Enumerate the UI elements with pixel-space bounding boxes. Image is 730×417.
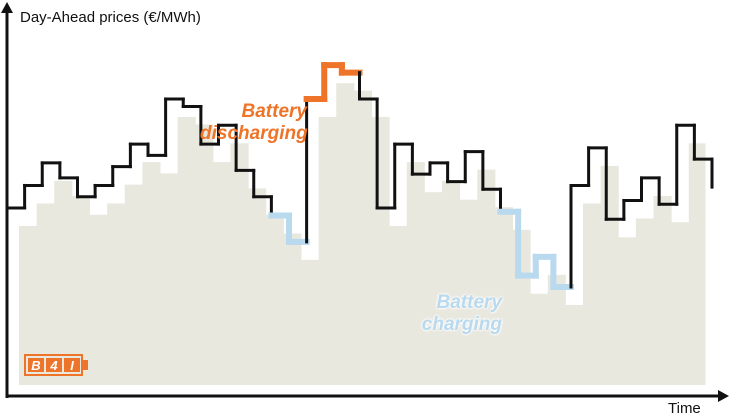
discharge-annotation-line1: Battery bbox=[241, 101, 307, 122]
area-step-14 bbox=[265, 214, 284, 385]
area-step-21 bbox=[389, 226, 408, 385]
area-step-37 bbox=[671, 222, 690, 385]
area-step-16 bbox=[301, 259, 320, 385]
area-step-13 bbox=[248, 188, 267, 385]
area-step-0 bbox=[19, 226, 38, 385]
area-step-26 bbox=[477, 169, 496, 385]
price-step-line bbox=[5, 62, 714, 290]
svg-text:I: I bbox=[70, 358, 74, 373]
y-axis-arrow-icon bbox=[1, 2, 13, 13]
svg-text:4: 4 bbox=[49, 358, 58, 373]
area-step-31 bbox=[565, 304, 584, 385]
area-step-17 bbox=[318, 116, 337, 386]
y-axis-label: Day-Ahead prices (€/MWh) bbox=[20, 9, 201, 26]
area-step-23 bbox=[424, 192, 443, 385]
area-step-20 bbox=[371, 116, 390, 386]
area-step-6 bbox=[124, 184, 143, 385]
charge-annotation: Battery charging bbox=[395, 292, 502, 336]
x-axis-arrow-icon bbox=[718, 390, 729, 402]
area-step-10 bbox=[195, 124, 214, 385]
area-step-32 bbox=[583, 203, 602, 385]
charge-annotation-line2: charging bbox=[421, 314, 502, 335]
discharge-annotation-line2: discharging bbox=[200, 123, 308, 144]
price-area-fill bbox=[19, 83, 706, 386]
area-step-4 bbox=[89, 214, 108, 385]
b4i-logo: B 4 I bbox=[24, 354, 88, 376]
area-step-12 bbox=[230, 143, 249, 385]
svg-text:B: B bbox=[31, 358, 40, 373]
area-step-27 bbox=[494, 207, 513, 385]
area-step-24 bbox=[442, 180, 461, 385]
area-step-1 bbox=[36, 203, 55, 385]
area-step-15 bbox=[283, 233, 302, 385]
area-step-2 bbox=[54, 180, 73, 385]
area-step-8 bbox=[160, 173, 179, 385]
area-step-34 bbox=[618, 237, 637, 385]
discharge-annotation: Battery discharging bbox=[200, 101, 308, 145]
area-step-7 bbox=[142, 162, 161, 385]
area-step-38 bbox=[688, 143, 706, 385]
area-step-22 bbox=[406, 162, 425, 385]
x-axis-label: Time bbox=[668, 400, 701, 417]
area-step-18 bbox=[336, 83, 355, 386]
charge-annotation-line1: Battery bbox=[436, 292, 502, 313]
area-step-35 bbox=[635, 218, 654, 385]
area-step-30 bbox=[547, 274, 566, 385]
area-step-29 bbox=[530, 293, 549, 385]
area-step-36 bbox=[653, 195, 672, 385]
area-step-5 bbox=[107, 203, 126, 385]
area-step-3 bbox=[71, 195, 90, 385]
area-step-11 bbox=[212, 162, 231, 385]
area-step-19 bbox=[353, 90, 372, 385]
area-step-9 bbox=[177, 116, 196, 386]
area-step-33 bbox=[600, 165, 619, 385]
area-step-25 bbox=[459, 199, 478, 385]
